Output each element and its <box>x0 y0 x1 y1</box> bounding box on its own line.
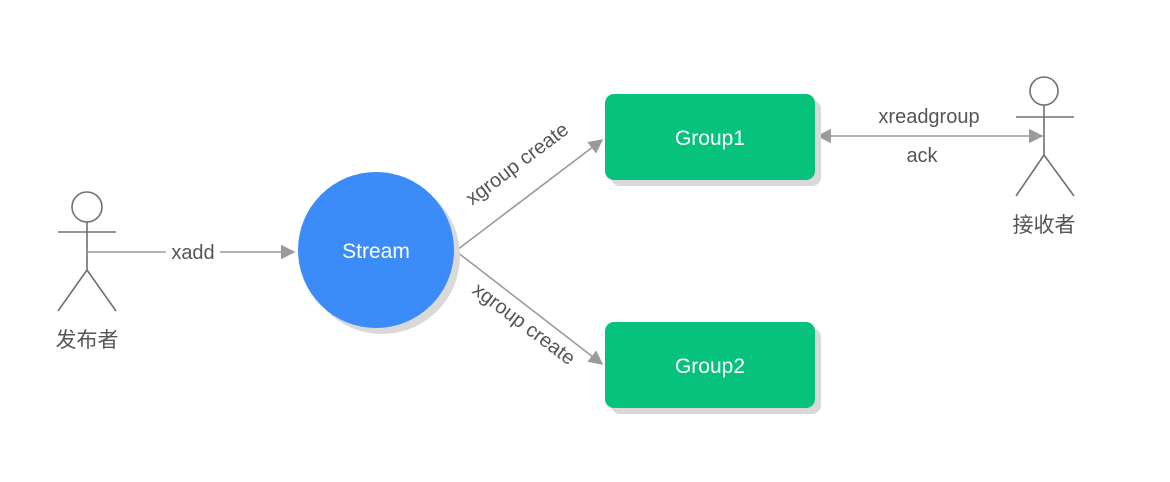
person-icon <box>1015 76 1075 197</box>
stream-label: Stream <box>342 240 410 263</box>
group1-box <box>605 94 815 180</box>
create-group2-arrow <box>456 251 604 365</box>
create-group2-label: xgroup create <box>468 279 579 370</box>
receiver-actor: 接收者 <box>1013 76 1076 237</box>
create-group1-arrow <box>456 139 604 251</box>
xreadgroup-label: xreadgroup <box>878 106 979 128</box>
stream-node[interactable]: Stream <box>298 172 460 334</box>
stream-circle <box>298 172 454 328</box>
group1-label: Group1 <box>675 127 745 150</box>
edge-xadd: xadd <box>87 240 296 264</box>
edge-create-group2: xgroup create <box>456 251 604 370</box>
publisher-label: 发布者 <box>56 328 119 352</box>
create-group1-label: xgroup create <box>462 119 573 210</box>
receiver-label: 接收者 <box>1013 213 1076 237</box>
edge-xreadgroup-ack: xreadgroup ack <box>816 106 1044 167</box>
edge-create-group1: xgroup create <box>456 119 604 251</box>
ack-label: ack <box>906 145 938 167</box>
xadd-label: xadd <box>171 242 214 264</box>
group2-label: Group2 <box>675 355 745 378</box>
group2-node[interactable]: Group2 <box>605 322 821 414</box>
group2-box <box>605 322 815 408</box>
publisher-actor: 发布者 <box>56 191 119 352</box>
person-icon <box>57 191 117 312</box>
group1-node[interactable]: Group1 <box>605 94 821 186</box>
